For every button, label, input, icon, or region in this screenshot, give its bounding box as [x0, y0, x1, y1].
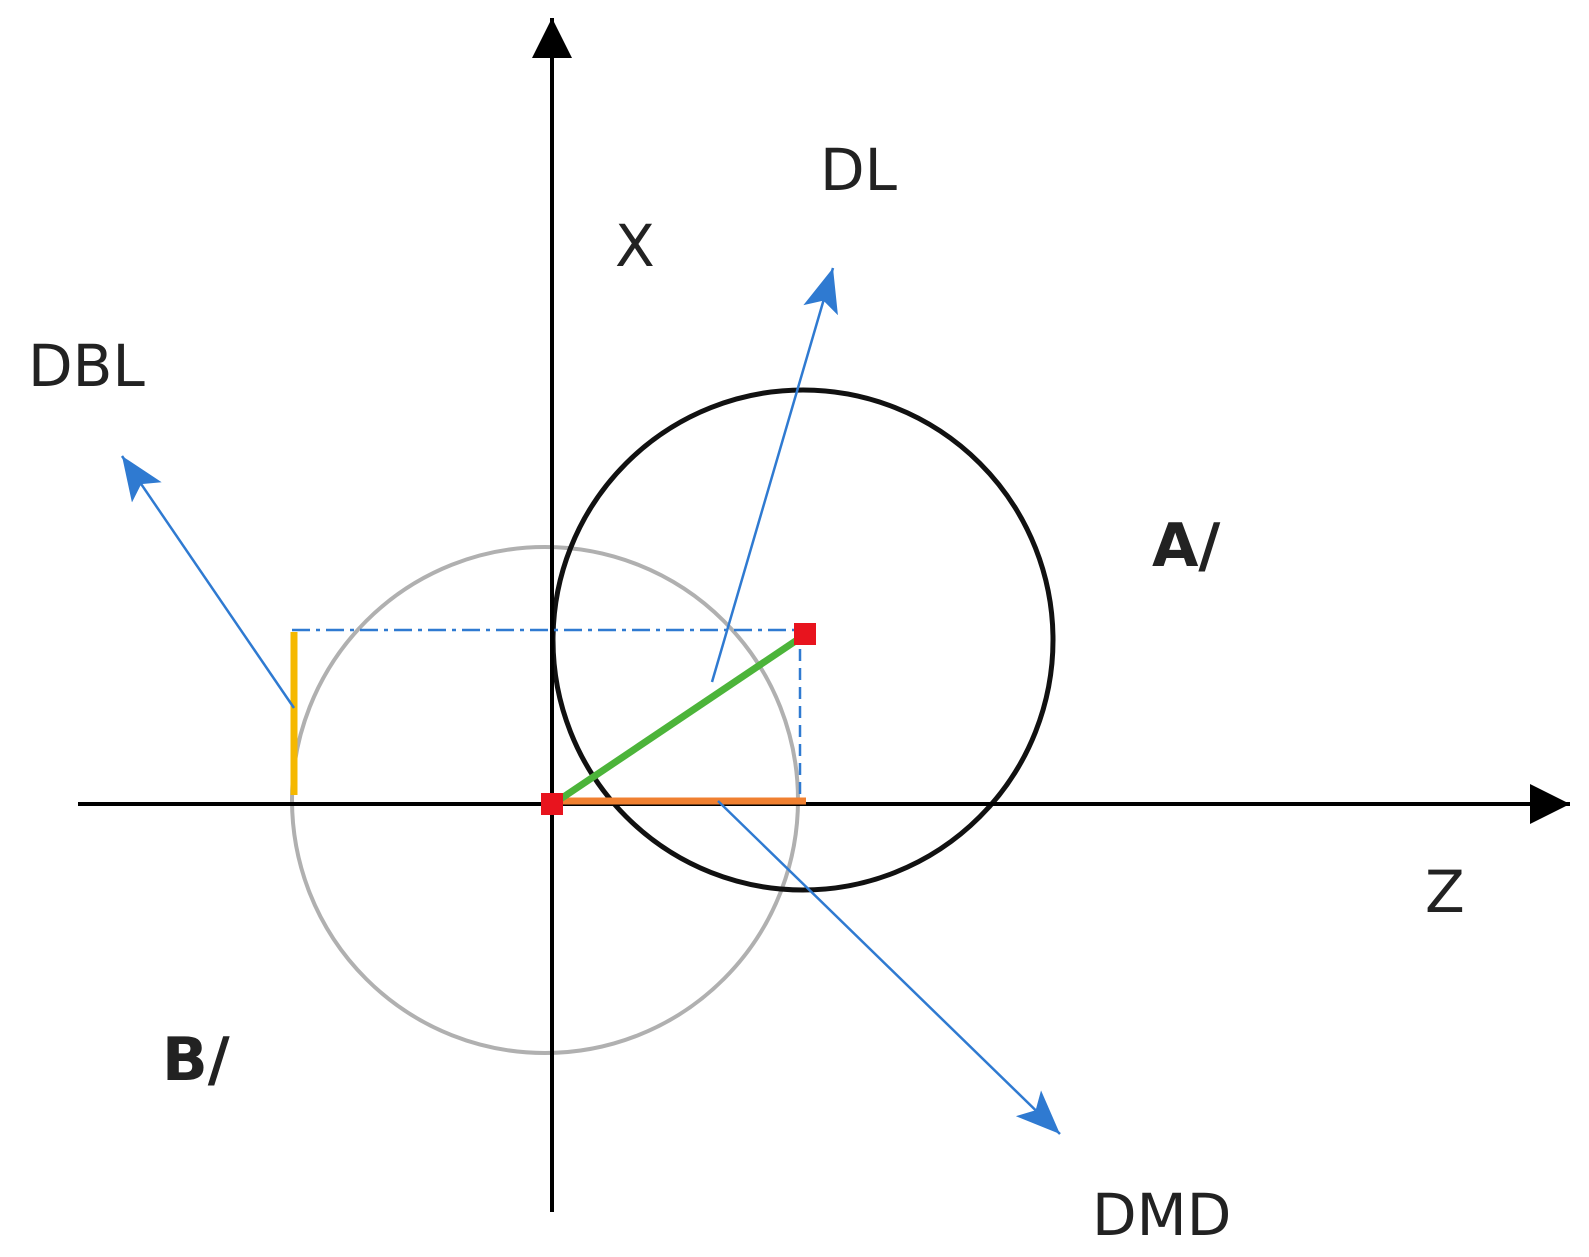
dbl-label: DBL	[28, 332, 145, 400]
z-axis-label: Z	[1425, 858, 1465, 926]
circle-b-label: B/	[162, 1025, 230, 1095]
circle-a-label: A/	[1152, 511, 1220, 581]
x-axis-label: X	[615, 212, 655, 280]
center-point-marker	[794, 623, 816, 645]
origin-point-marker	[541, 793, 563, 815]
green-segment	[551, 633, 805, 807]
dl-label: DL	[820, 136, 897, 204]
dbl-vector	[120, 455, 296, 709]
dl-vector	[710, 267, 838, 683]
dmd-label: DMD	[1092, 1181, 1231, 1249]
dmd-vector	[717, 800, 1061, 1135]
